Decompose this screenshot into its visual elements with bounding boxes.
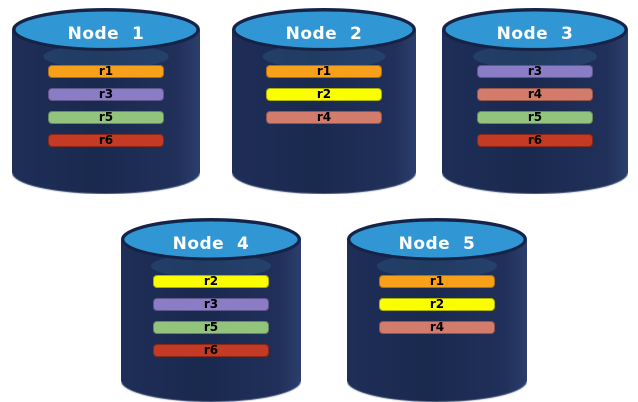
replica-label: r4 xyxy=(527,87,543,101)
replica-label: r6 xyxy=(98,133,114,147)
replica-bar-r2: r2 xyxy=(379,298,495,311)
db-node-4: Node 4 r2 r3 r5 r6 xyxy=(121,218,301,402)
replica-label: r5 xyxy=(203,320,219,334)
replica-label: r2 xyxy=(429,297,445,311)
cylinder-glow xyxy=(151,254,271,278)
cylinder-bottom-edge xyxy=(442,172,628,194)
replica-bar-r1: r1 xyxy=(379,275,495,288)
replica-list: r1 r3 r5 r6 xyxy=(12,65,200,147)
replica-bar-r5: r5 xyxy=(48,111,164,124)
replica-label: r6 xyxy=(527,133,543,147)
replica-list: r2 r3 r5 r6 xyxy=(121,275,301,357)
db-node-1: Node 1 r1 r3 r5 r6 xyxy=(12,8,200,194)
replica-bar-r2: r2 xyxy=(153,275,269,288)
cylinder-body xyxy=(232,8,416,194)
cylinder-bottom-edge xyxy=(12,172,200,194)
replica-label: r5 xyxy=(527,110,543,124)
replica-bar-r3: r3 xyxy=(153,298,269,311)
replica-bar-r4: r4 xyxy=(379,321,495,334)
replica-bar-r1: r1 xyxy=(48,65,164,78)
db-node-3: Node 3 r3 r4 r5 r6 xyxy=(442,8,628,194)
replica-label: r3 xyxy=(203,297,219,311)
replica-label: r6 xyxy=(203,343,219,357)
replica-list: r1 r2 r4 xyxy=(347,275,527,334)
db-node-5: Node 5 r1 r2 r4 xyxy=(347,218,527,402)
replica-bar-r5: r5 xyxy=(153,321,269,334)
replica-label: r2 xyxy=(316,87,332,101)
replica-label: r3 xyxy=(98,87,114,101)
replica-bar-r3: r3 xyxy=(48,88,164,101)
replica-bar-r4: r4 xyxy=(477,88,593,101)
replica-label: r2 xyxy=(203,274,219,288)
replica-bar-r6: r6 xyxy=(48,134,164,147)
replica-bar-r2: r2 xyxy=(266,88,382,101)
cylinder-top xyxy=(12,8,200,51)
cylinder-top xyxy=(232,8,416,51)
database-cylinder-icon xyxy=(12,8,200,194)
cylinder-body xyxy=(12,8,200,194)
cylinder-glow xyxy=(262,44,386,69)
replica-bar-r1: r1 xyxy=(266,65,382,78)
node-title: Node 3 xyxy=(496,24,574,44)
database-cylinder-icon xyxy=(442,8,628,194)
replica-label: r4 xyxy=(316,110,332,124)
cylinder-body xyxy=(442,8,628,194)
cylinder-top xyxy=(121,218,301,261)
replica-bar-r5: r5 xyxy=(477,111,593,124)
node-title: Node 5 xyxy=(398,234,476,254)
replica-label: r1 xyxy=(429,274,445,288)
node-title: Node 4 xyxy=(172,234,250,254)
node-title: Node 1 xyxy=(67,24,145,44)
replica-label: r1 xyxy=(316,64,332,78)
replica-label: r1 xyxy=(98,64,114,78)
replica-bar-r3: r3 xyxy=(477,65,593,78)
cylinder-glow xyxy=(473,44,597,69)
replica-bar-r6: r6 xyxy=(153,344,269,357)
cylinder-glow xyxy=(43,44,169,69)
cylinder-glow xyxy=(377,254,497,278)
node-title: Node 2 xyxy=(285,24,363,44)
cylinder-bottom-edge xyxy=(232,172,416,194)
replica-list: r3 r4 r5 r6 xyxy=(442,65,628,147)
cylinder-top xyxy=(347,218,527,261)
database-cylinder-icon xyxy=(232,8,416,194)
cylinder-top xyxy=(442,8,628,51)
replica-label: r5 xyxy=(98,110,114,124)
replica-bar-r6: r6 xyxy=(477,134,593,147)
db-node-2: Node 2 r1 r2 r4 xyxy=(232,8,416,194)
replica-bar-r4: r4 xyxy=(266,111,382,124)
replica-label: r3 xyxy=(527,64,543,78)
replica-list: r1 r2 r4 xyxy=(232,65,416,124)
replica-label: r4 xyxy=(429,320,445,334)
